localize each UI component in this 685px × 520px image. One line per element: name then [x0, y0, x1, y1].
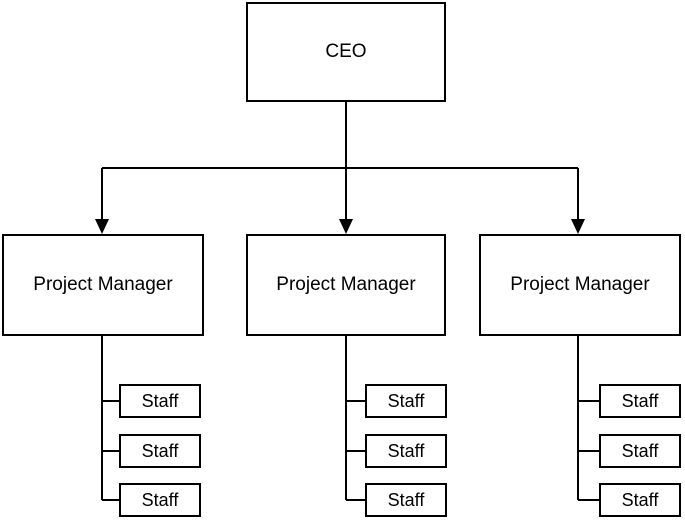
arrow-down-icon: [339, 219, 353, 234]
manager-label: Project Manager: [33, 274, 173, 295]
staff-box: [365, 384, 447, 418]
staff-box: [365, 434, 447, 468]
arrow-down-icon: [95, 219, 109, 234]
ceo-node: CEO: [246, 2, 446, 102]
staff-label: Staff: [142, 490, 180, 510]
staff-box: [599, 483, 681, 517]
staff-label: Staff: [142, 441, 180, 461]
ceo-label: CEO: [325, 41, 366, 62]
manager-box: [479, 234, 681, 336]
arrow-down-icon: [571, 219, 585, 234]
manager-node-3: Project Manager Staff Staff Staff: [479, 234, 681, 517]
staff-box: [599, 434, 681, 468]
staff-box: [365, 483, 447, 517]
manager-node-1: Project Manager Staff Staff Staff: [2, 234, 204, 517]
manager-box: [246, 234, 446, 336]
staff-label: Staff: [622, 490, 660, 510]
manager-node-2: Project Manager Staff Staff Staff: [246, 234, 447, 517]
ceo-connectors: [95, 101, 585, 234]
staff-box: [119, 434, 201, 468]
staff-label: Staff: [388, 441, 426, 461]
staff-label: Staff: [388, 391, 426, 411]
staff-box: [119, 483, 201, 517]
staff-box: [119, 384, 201, 418]
manager-label: Project Manager: [510, 274, 650, 295]
manager-label: Project Manager: [276, 274, 416, 295]
staff-label: Staff: [388, 490, 426, 510]
staff-box: [599, 384, 681, 418]
staff-label: Staff: [622, 391, 660, 411]
ceo-box: [246, 2, 446, 102]
staff-label: Staff: [622, 441, 660, 461]
staff-label: Staff: [142, 391, 180, 411]
